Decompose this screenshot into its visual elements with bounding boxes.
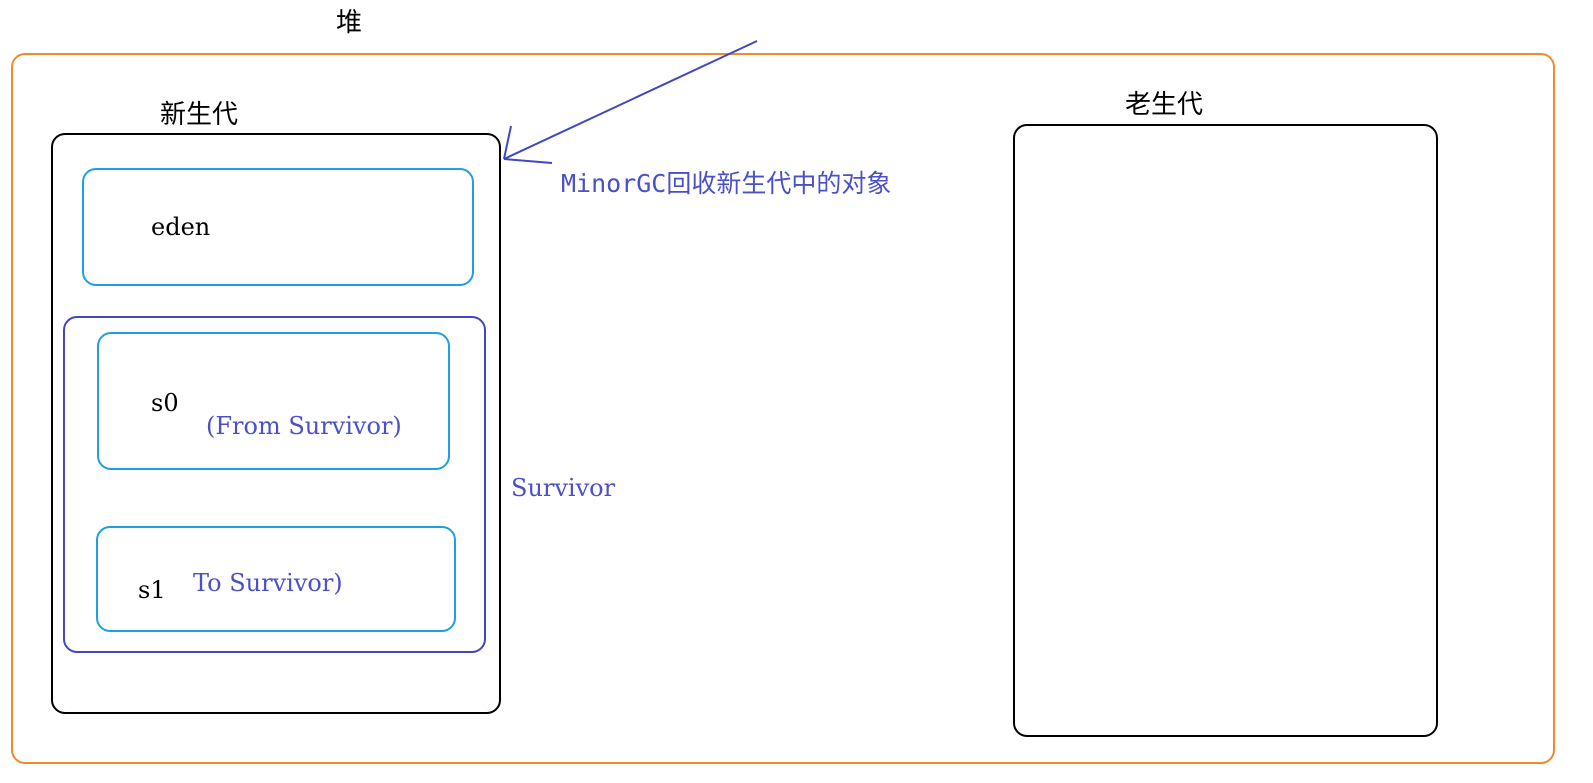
s1-label: s1 (138, 576, 166, 604)
young-gen-title: 新生代 (160, 100, 239, 130)
eden-region (82, 168, 474, 286)
survivor-container (63, 316, 486, 653)
eden-label: eden (151, 213, 211, 241)
survivor-label: Survivor (511, 474, 616, 502)
s0-region (97, 332, 450, 470)
minor-gc-annotation: MinorGC回收新生代中的对象 (561, 169, 892, 198)
s0-label: s0 (151, 389, 179, 417)
heap-title: 堆 (336, 8, 363, 38)
young-gen-container (51, 133, 501, 714)
old-gen-container (1013, 124, 1438, 737)
old-gen-title: 老生代 (1125, 90, 1204, 120)
s1-region (96, 526, 456, 632)
s1-sublabel: To Survivor) (193, 569, 343, 597)
heap-container (11, 53, 1555, 764)
s0-sublabel: (From Survivor) (206, 412, 402, 440)
